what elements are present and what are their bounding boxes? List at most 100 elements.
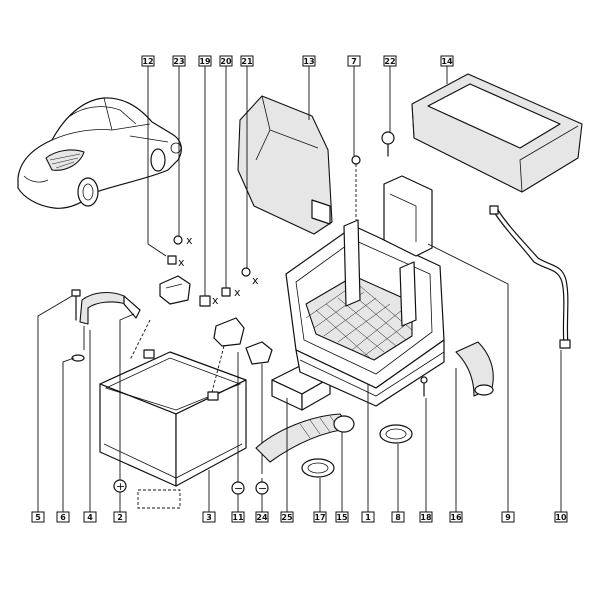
- callout-box: [313, 511, 327, 523]
- fastener-marks: x x x x x: [178, 234, 259, 307]
- callout-label: 11: [232, 513, 244, 522]
- battery-side-cover: [237, 95, 333, 235]
- callout-box: [501, 511, 515, 523]
- battery-tray: [285, 219, 445, 407]
- callout-box: [56, 511, 70, 523]
- callout-label: 4: [87, 513, 93, 522]
- fastener-mark: x: [252, 274, 259, 287]
- air-duct: [255, 413, 355, 463]
- callout-box: [231, 511, 245, 523]
- callout-label: 15: [336, 513, 348, 522]
- callout-box: [347, 55, 361, 67]
- callout-22: 22: [383, 55, 397, 67]
- fastener-mark: x: [178, 256, 185, 269]
- callout-23: 23: [172, 55, 186, 67]
- callout-2: 2: [113, 511, 127, 523]
- callout-10: 10: [554, 511, 568, 523]
- battery: [99, 349, 247, 509]
- callout-label: 6: [60, 513, 66, 522]
- callout-label: 3: [206, 513, 212, 522]
- callout-5: 5: [31, 511, 45, 523]
- callout-box: [219, 55, 233, 67]
- callout-label: 7: [351, 57, 357, 66]
- breather-hose: [489, 205, 571, 349]
- callout-box: [113, 511, 127, 523]
- minus-terminal-icon: [231, 481, 245, 495]
- callout-label: 13: [303, 57, 314, 66]
- seal-ring: [301, 458, 335, 478]
- callout-label: 10: [555, 513, 567, 522]
- callout-label: 25: [281, 513, 293, 522]
- callout-box: [449, 511, 463, 523]
- callout-label: 12: [142, 57, 153, 66]
- callout-label: 8: [395, 513, 401, 522]
- fastener-mark: x: [212, 294, 219, 307]
- callout-3: 3: [202, 511, 216, 523]
- callout-25: 25: [280, 511, 294, 523]
- callout-box: [554, 511, 568, 523]
- callout-17: 17: [313, 511, 327, 523]
- callout-box: [440, 55, 454, 67]
- callout-11: 11: [231, 511, 245, 523]
- screw: [420, 376, 428, 397]
- callout-box: [361, 511, 375, 523]
- callout-label: 19: [199, 57, 211, 66]
- plus-terminal-icon: [113, 479, 127, 493]
- plus-symbol: +: [116, 480, 125, 493]
- callout-label: 22: [384, 57, 395, 66]
- callout-box: [172, 55, 186, 67]
- callout-label: 16: [450, 513, 462, 522]
- callout-box: [202, 511, 216, 523]
- callout-21: 21: [240, 55, 254, 67]
- callout-13: 13: [302, 55, 316, 67]
- fastener-mark: x: [186, 234, 193, 247]
- vehicle-thumbnail: [17, 97, 182, 209]
- callout-label: 18: [420, 513, 432, 522]
- callout-box: [280, 511, 294, 523]
- callout-label: 2: [117, 513, 123, 522]
- fastener-mark: x: [234, 286, 241, 299]
- callout-12: 12: [141, 55, 155, 67]
- callout-label: 20: [220, 57, 232, 66]
- callout-label: 23: [173, 57, 184, 66]
- callouts-top: 12 23 19 20 21 13 7 22 14: [141, 55, 454, 67]
- callout-19: 19: [198, 55, 212, 67]
- callout-label: 9: [505, 513, 511, 522]
- negative-terminal-clamp: [199, 267, 251, 393]
- bolt-and-washer: [71, 289, 85, 362]
- minus-terminal-icon: [255, 481, 269, 495]
- callout-20: 20: [219, 55, 233, 67]
- callout-6: 6: [56, 511, 70, 523]
- callout-label: 21: [241, 57, 253, 66]
- callout-box: [31, 511, 45, 523]
- callout-label: 1: [365, 513, 371, 522]
- callout-box: [419, 511, 433, 523]
- callout-9: 9: [501, 511, 515, 523]
- positive-terminal-clamp: [129, 235, 191, 361]
- callout-box: [83, 511, 97, 523]
- callout-box: [198, 55, 212, 67]
- callout-label: 14: [441, 57, 453, 66]
- callout-15: 15: [335, 511, 349, 523]
- callout-box: [383, 55, 397, 67]
- callout-16: 16: [449, 511, 463, 523]
- minus-symbol: −: [234, 482, 243, 495]
- battery-strap: [79, 291, 141, 350]
- intake-seal: [379, 424, 413, 444]
- mounting-bracket: [351, 131, 433, 257]
- polarity-symbols: + − −: [113, 479, 269, 495]
- callout-18: 18: [419, 511, 433, 523]
- callout-7: 7: [347, 55, 361, 67]
- callout-box: [335, 511, 349, 523]
- battery-top-cover: [411, 73, 583, 193]
- callout-box: [391, 511, 405, 523]
- leader-lines: [37, 66, 562, 512]
- callout-24: 24: [255, 511, 269, 523]
- callout-label: 5: [35, 513, 41, 522]
- callout-4: 4: [83, 511, 97, 523]
- callout-label: 24: [256, 513, 268, 522]
- callout-1: 1: [361, 511, 375, 523]
